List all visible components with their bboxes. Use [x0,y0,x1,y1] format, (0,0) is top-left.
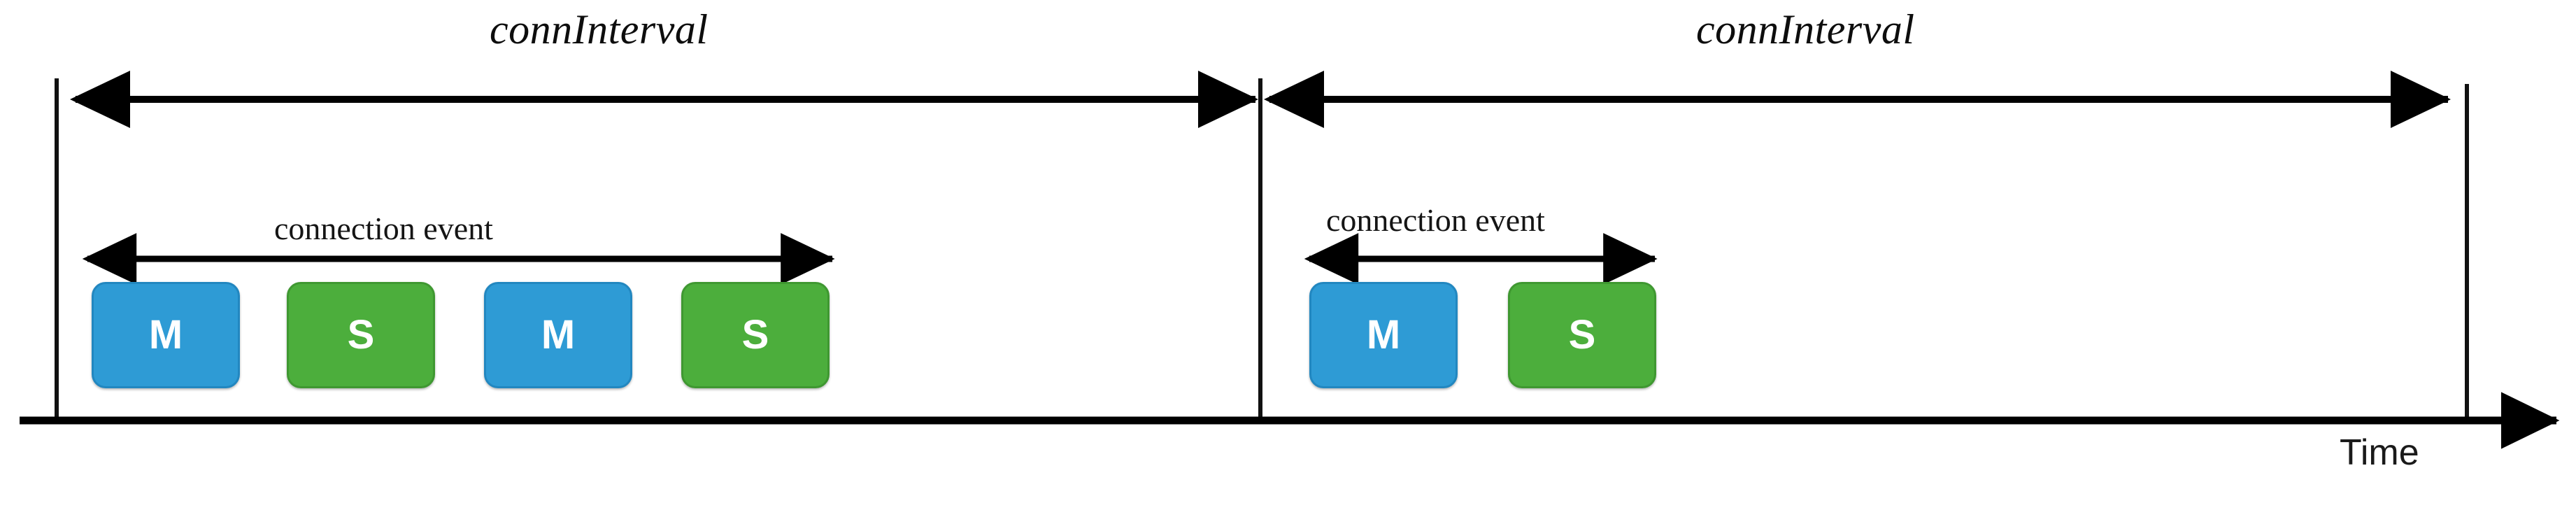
slave-packet-block: S [287,282,435,388]
master-packet-block: M [92,282,240,388]
slave-packet-block: S [681,282,830,388]
master-packet-block: M [1309,282,1458,388]
packet-role-letter: M [148,312,183,357]
conn-interval-label: connInterval [1696,6,1915,52]
connection-event-label: connection event [274,211,493,246]
conn-interval-label: connInterval [490,6,709,52]
packet-role-letter: S [1568,312,1596,357]
packet-role-letter: S [347,312,375,357]
packet-role-letter: S [741,312,769,357]
master-packet-block: M [484,282,632,388]
slave-packet-block: S [1508,282,1656,388]
packet-role-letter: M [541,312,576,357]
interval-dividers [55,78,2469,420]
connection-event-label: connection event [1326,202,1545,238]
packet-role-letter: M [1366,312,1401,357]
time-axis-label: Time [2340,432,2419,473]
